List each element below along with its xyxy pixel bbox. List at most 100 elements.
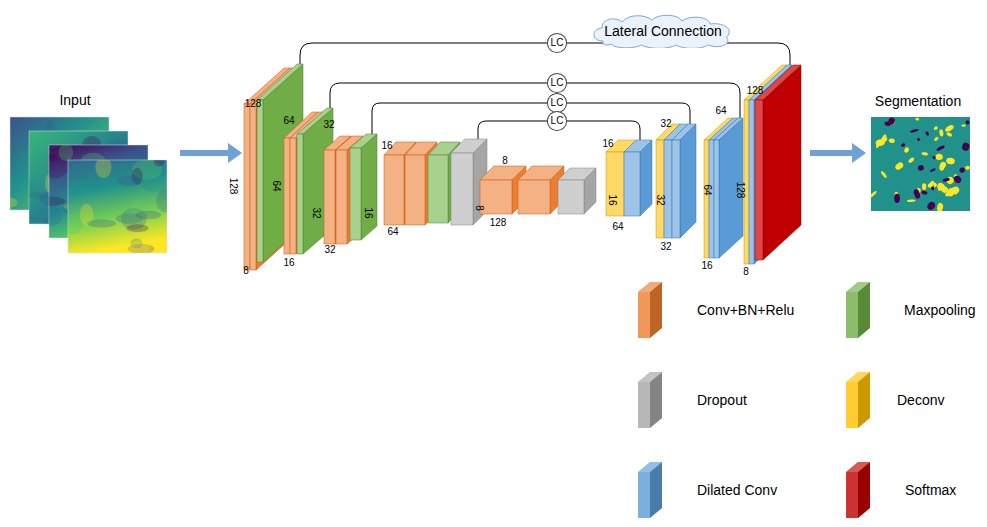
swatch-front-shade <box>846 382 858 428</box>
block-front <box>664 140 672 238</box>
dimension-label: 64 <box>271 180 281 191</box>
seg-blob <box>904 147 910 154</box>
seg-blob <box>936 145 945 152</box>
layer-block <box>558 168 596 214</box>
lc-text: LC <box>551 98 564 108</box>
swatch-side <box>650 372 662 428</box>
block-front <box>257 100 263 262</box>
lc-circle: LC <box>547 33 568 53</box>
seg-blob <box>928 180 935 188</box>
legend-swatch <box>638 292 650 338</box>
legend-swatch <box>638 472 650 518</box>
dimension-label: 32 <box>311 207 321 218</box>
seg-blob <box>921 152 928 156</box>
dimension-label: 16 <box>701 261 712 271</box>
seg-blob <box>894 194 900 203</box>
swatch-front-shade <box>638 292 650 338</box>
dimension-label: 128 <box>747 86 764 96</box>
input-images <box>3 117 176 257</box>
segmentation-ground <box>871 117 970 211</box>
block-front <box>704 140 709 258</box>
dimension-label: 16 <box>283 258 294 268</box>
lc-text: LC <box>551 38 564 48</box>
block-front <box>451 153 473 225</box>
layer-block <box>324 136 351 244</box>
swatch-front-shade <box>638 472 650 518</box>
block-front <box>558 180 584 214</box>
swatch-side <box>650 282 662 338</box>
layer-block <box>672 124 696 238</box>
seg-blob <box>894 161 905 171</box>
seg-blob <box>880 170 887 178</box>
texture-blob <box>68 214 82 234</box>
cloud-text: Lateral Connection <box>604 24 722 38</box>
dimension-label: 8 <box>743 267 749 277</box>
layer-block <box>518 166 564 214</box>
texture-blob <box>10 198 17 208</box>
texture-blob <box>154 160 165 167</box>
texture-blob <box>126 224 148 232</box>
texture-blob <box>87 219 116 227</box>
legend-text: Conv+BN+Relu <box>697 303 794 317</box>
legend-text: Softmax <box>905 483 956 497</box>
panel-title: Segmentation <box>875 94 961 108</box>
cloud-callout: Lateral Connection <box>589 14 737 48</box>
flow-arrow <box>810 143 866 163</box>
seg-blob <box>908 157 915 164</box>
block-top <box>624 140 652 152</box>
dimension-label: 32 <box>660 119 671 129</box>
swatch-faces <box>846 282 876 342</box>
block-front <box>284 138 290 254</box>
layer-block <box>350 134 377 240</box>
seg-blob <box>942 177 950 182</box>
seg-blob <box>939 129 944 137</box>
seg-blob <box>925 131 930 136</box>
dimension-label: 128 <box>245 99 262 109</box>
legend-text: Dilated Conv <box>697 483 777 497</box>
block-front <box>518 180 550 214</box>
block-top <box>257 64 303 100</box>
seg-blob <box>961 124 965 127</box>
texture-blob <box>118 176 140 187</box>
seg-blob <box>930 168 937 173</box>
block-front <box>672 140 680 238</box>
block-front <box>244 104 250 270</box>
swatch-side-shade <box>650 282 662 338</box>
dimension-label: 128 <box>228 178 238 195</box>
texture-blob <box>116 213 144 223</box>
texture-blob <box>95 160 111 178</box>
layer-blocks <box>244 64 801 270</box>
seg-blob <box>952 190 958 195</box>
swatch-faces <box>846 372 876 432</box>
seg-blob <box>944 124 955 133</box>
block-front <box>606 152 624 216</box>
seg-blob <box>910 128 919 133</box>
seg-blob <box>938 161 947 170</box>
seg-blob <box>936 182 946 192</box>
input-image <box>64 154 175 258</box>
swatch-side <box>650 462 662 518</box>
seg-blob <box>935 153 943 160</box>
block-front <box>656 140 664 238</box>
panel-title: Input <box>59 93 90 107</box>
texture-blob <box>49 206 63 225</box>
lc-circle: LC <box>547 111 568 131</box>
block-side <box>347 136 363 244</box>
block-front <box>290 138 296 254</box>
swatch-faces <box>638 282 668 342</box>
swatch-side-shade <box>858 282 870 338</box>
dimension-label: 16 <box>602 139 613 149</box>
lateral-line <box>372 103 690 134</box>
dimension-label: 8 <box>474 205 484 211</box>
seg-blob <box>907 199 916 202</box>
block-side <box>664 124 680 238</box>
seg-blob <box>965 120 970 125</box>
legend-text: Maxpooling <box>904 303 976 317</box>
block-top <box>350 134 377 148</box>
dimension-label: 64 <box>283 116 294 126</box>
dimension-label: 64 <box>715 106 726 116</box>
seg-blob <box>946 132 953 138</box>
image-frame <box>68 160 167 253</box>
dimension-label: 8 <box>243 266 249 276</box>
seg-blob <box>921 190 928 195</box>
